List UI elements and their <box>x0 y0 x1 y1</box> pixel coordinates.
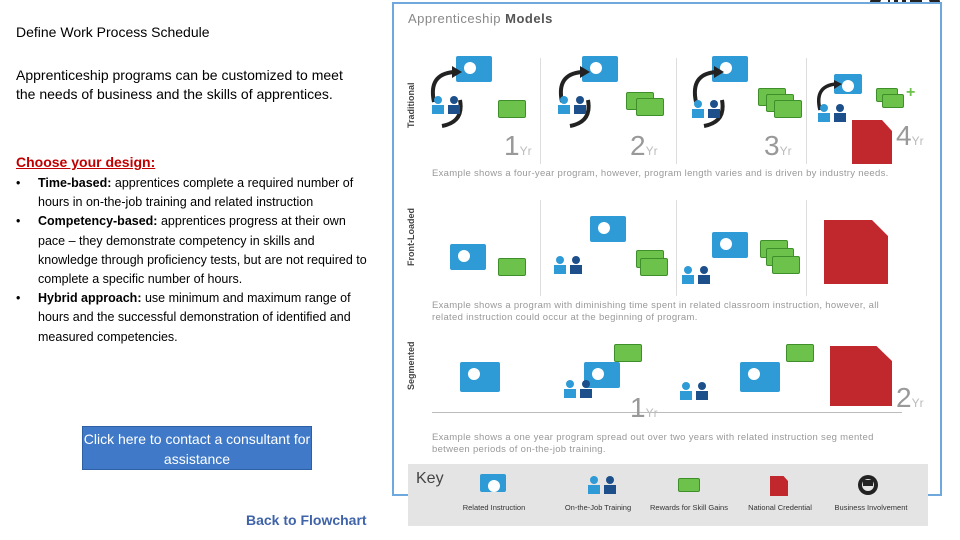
rewards-icon <box>640 258 668 276</box>
on-the-job-training-icon <box>682 266 710 284</box>
year-label: 1Yr <box>504 130 532 161</box>
cycle-arrow-icon <box>817 80 842 111</box>
divider <box>540 200 541 296</box>
key-title: Key <box>416 470 444 487</box>
divider <box>676 200 677 296</box>
back-to-flowchart-link[interactable]: Back to Flowchart <box>246 512 367 528</box>
option-text: apprentices complete a required number o… <box>38 176 354 210</box>
on-the-job-training-icon <box>588 476 616 494</box>
plus-icon: + <box>906 84 916 101</box>
rewards-icon <box>614 344 642 362</box>
contact-consultant-button[interactable]: Click here to contact a consultant for a… <box>82 426 312 470</box>
year-label: 1Yr <box>630 392 658 423</box>
related-instruction-icon <box>480 474 506 492</box>
option-term: Hybrid approach: <box>38 291 142 306</box>
on-the-job-training-icon <box>680 382 708 400</box>
timeline-line <box>432 412 902 413</box>
list-item: •Hybrid approach: use minimum and maximu… <box>16 291 351 344</box>
related-instruction-icon <box>712 56 748 82</box>
on-the-job-training-icon <box>692 100 720 118</box>
year-label: 2Yr <box>896 382 924 413</box>
divider <box>806 58 807 164</box>
row-caption-traditional: Example shows a four-year program, howev… <box>432 168 889 179</box>
cycle-arrow-icon <box>693 66 725 128</box>
key-label: Business Involvement <box>834 503 908 512</box>
on-the-job-training-icon <box>432 96 460 114</box>
rewards-icon <box>772 256 800 274</box>
rewards-icon <box>678 478 700 492</box>
on-the-job-training-icon <box>554 256 582 274</box>
divider <box>806 200 807 296</box>
choose-design-label: Choose your design: <box>16 154 156 170</box>
on-the-job-training-icon <box>558 96 586 114</box>
credential-icon <box>770 476 788 496</box>
related-instruction-icon <box>834 74 862 94</box>
row-caption-front-loaded: Example shows a program with diminishing… <box>432 300 880 323</box>
row-label-front-loaded: Front-Loaded <box>406 208 416 266</box>
credential-icon <box>830 346 892 406</box>
rewards-icon <box>786 344 814 362</box>
option-text: use minimum and maximum range of hours a… <box>38 291 351 344</box>
on-the-job-training-icon <box>818 104 846 122</box>
key-label: On-the-Job Training <box>564 503 632 512</box>
year-label: 3Yr <box>764 130 792 161</box>
rewards-icon <box>636 98 664 116</box>
divider <box>676 58 677 164</box>
divider <box>540 58 541 164</box>
row-label-traditional: Traditional <box>406 82 416 128</box>
option-term: Time-based: <box>38 176 112 190</box>
rewards-icon <box>774 100 802 118</box>
list-item: •Competency-based: apprentices progress … <box>16 214 367 287</box>
option-term: Competency-based: <box>38 214 158 229</box>
row-caption-segmented: Example shows a one year program spread … <box>432 432 874 455</box>
intro-text: Apprenticeship programs can be customize… <box>16 67 343 102</box>
list-item: •Time-based: apprentices complete a requ… <box>16 176 354 210</box>
credential-icon <box>824 220 888 284</box>
rewards-icon <box>882 94 904 108</box>
key-label: Related Instruction <box>462 503 526 512</box>
key-label: National Credential <box>748 503 812 512</box>
business-involvement-icon <box>858 475 878 495</box>
related-instruction-icon <box>590 216 626 242</box>
related-instruction-icon <box>460 362 500 392</box>
related-instruction-icon <box>740 362 780 392</box>
year-label: 4Yr <box>896 120 924 151</box>
row-label-segmented: Segmented <box>406 341 416 390</box>
related-instruction-icon <box>584 362 620 388</box>
design-options-list: •Time-based: apprentices complete a requ… <box>16 174 376 347</box>
year-label: 2Yr <box>630 130 658 161</box>
key-label: Rewards for Skill Gains <box>650 503 728 512</box>
rewards-icon <box>498 258 526 276</box>
credential-icon <box>852 120 892 164</box>
panel-title: Apprenticeship Models <box>408 11 553 26</box>
related-instruction-icon <box>456 56 492 82</box>
related-instruction-icon <box>450 244 486 270</box>
cycle-arrow-icon <box>431 66 463 128</box>
related-instruction-icon <box>582 56 618 82</box>
option-text: apprentices progress at their own pace –… <box>38 214 367 287</box>
on-the-job-training-icon <box>564 380 592 398</box>
page-title: Define Work Process Schedule <box>16 24 210 40</box>
related-instruction-icon <box>712 232 748 258</box>
rewards-icon <box>498 100 526 118</box>
